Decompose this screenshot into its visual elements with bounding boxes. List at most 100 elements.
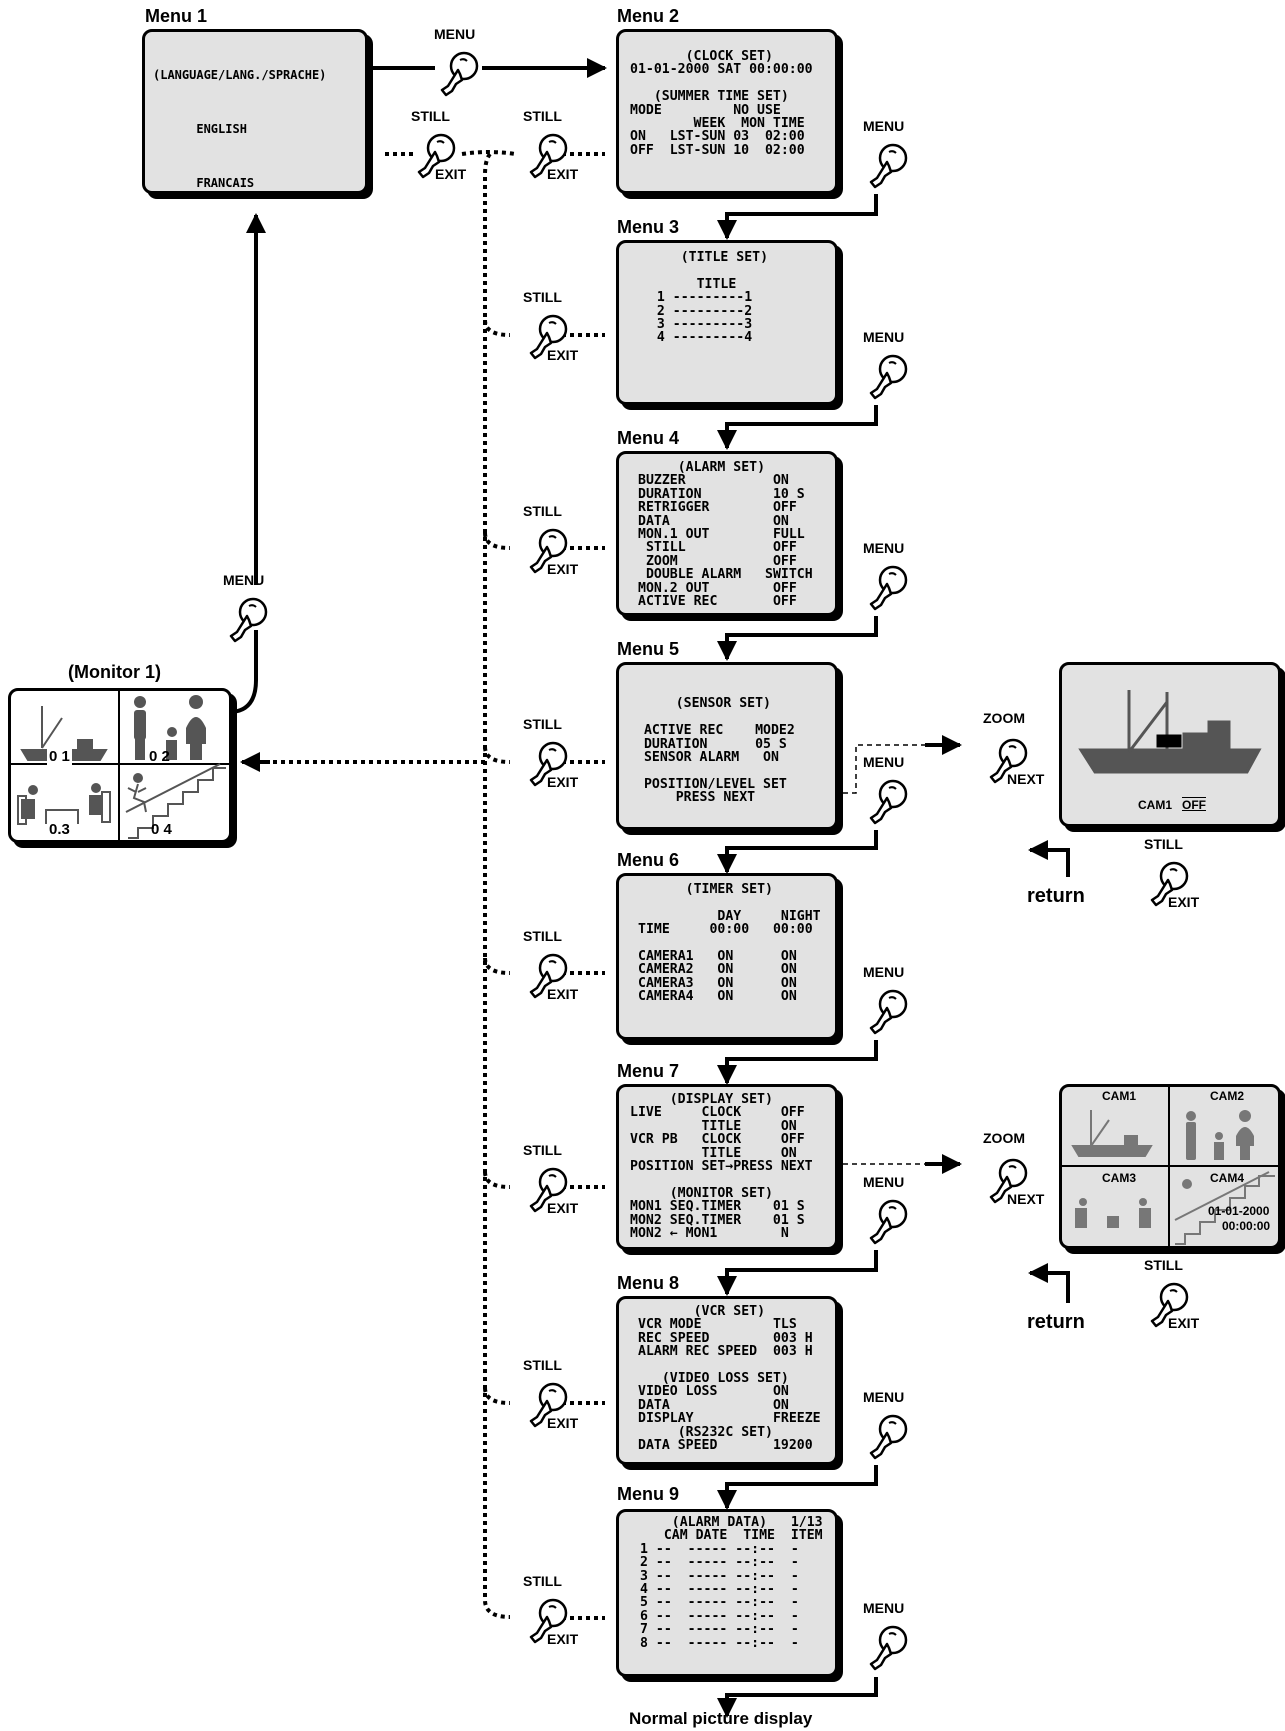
menu-button-7-label: MENU xyxy=(863,1174,904,1190)
menu-button-2-label: MENU xyxy=(863,118,904,134)
menu6-content: (TIMER SET) DAY NIGHT TIME 00:00 00:00 C… xyxy=(619,876,835,1004)
still-exit-button-5-label: STILL xyxy=(523,716,562,732)
menu2-content: (CLOCK SET) 01-01-2000 SAT 00:00:00 (SUM… xyxy=(619,32,835,157)
still-exit-button-zoom-label: STILL xyxy=(1144,836,1183,852)
menu8-content: (VCR SET) VCR MODE TLS REC SPEED 003 H A… xyxy=(619,1299,835,1452)
monitor1-cell-3: 0.3 xyxy=(49,821,70,838)
menu9-content: (ALARM DATA) 1/13 CAM DATE TIME ITEM 1 -… xyxy=(619,1512,835,1650)
return-label-1: return xyxy=(1027,885,1085,908)
quad-cam2-label: CAM2 xyxy=(1210,1089,1244,1103)
quad-screen: CAM1 CAM2 CAM3 CAM4 01-01-2000 00:00:00 xyxy=(1059,1084,1281,1249)
arrow-menu5-menu6 xyxy=(727,830,876,872)
quad-cam1-label: CAM1 xyxy=(1102,1089,1136,1103)
still-exit-button-quad-exit-label: EXIT xyxy=(1168,1315,1199,1331)
quad-cam3-label: CAM3 xyxy=(1102,1171,1136,1185)
menu-button-4[interactable] xyxy=(865,562,911,612)
arrow-menu3-menu4 xyxy=(727,405,876,448)
zoom-next-button-2-label: ZOOM xyxy=(983,1130,1025,1146)
menu-button-2[interactable] xyxy=(865,140,911,190)
menu-button-4-label: MENU xyxy=(863,540,904,556)
menu4-screen: (ALARM SET) BUZZER ON DURATION 10 S RETR… xyxy=(616,451,838,616)
hand-press-icon xyxy=(865,562,911,612)
arrow-menu8-menu9 xyxy=(727,1465,876,1508)
return-arrow-2 xyxy=(1030,1273,1068,1303)
monitor1-cell-4: 0 4 xyxy=(151,821,172,838)
hand-press-icon xyxy=(865,986,911,1036)
zoom-next-button-1-next-label: NEXT xyxy=(1007,771,1044,787)
menu3-title: Menu 3 xyxy=(617,217,679,238)
menu-button-5-label: MENU xyxy=(863,754,904,770)
still-exit-button-9-exit-label: EXIT xyxy=(547,1631,578,1647)
hand-press-icon xyxy=(865,351,911,401)
ship-icon xyxy=(1081,690,1259,772)
menu-button-3[interactable] xyxy=(865,351,911,401)
people-icon xyxy=(1186,1110,1254,1160)
menu3-screen: (TITLE SET) TITLE 1 ---------1 2 -------… xyxy=(616,240,838,405)
menu8-screen: (VCR SET) VCR MODE TLS REC SPEED 003 H A… xyxy=(616,1296,838,1465)
hand-press-icon xyxy=(865,1196,911,1246)
zoom-screen-status: OFF xyxy=(1182,798,1206,812)
arrow-menu4-menu5 xyxy=(727,616,876,659)
quad-time: 00:00:00 xyxy=(1222,1219,1270,1233)
arrow-menu2-menu3 xyxy=(727,194,876,238)
still-exit-button-8-exit-label: EXIT xyxy=(547,1415,578,1431)
desk-icon xyxy=(1075,1198,1151,1228)
menu-button-monitor-label: MENU xyxy=(223,572,264,588)
menu-button-1[interactable] xyxy=(436,48,482,98)
menu5-content: (SENSOR SET) ACTIVE REC MODE2 DURATION 0… xyxy=(619,665,835,805)
menu-button-9[interactable] xyxy=(865,1622,911,1672)
still-exit-button-4-exit-label: EXIT xyxy=(547,561,578,577)
menu7-content: (DISPLAY SET) LIVE CLOCK OFF TITLE ON VC… xyxy=(619,1087,835,1240)
monitor1-title: (Monitor 1) xyxy=(68,662,161,683)
menu8-title: Menu 8 xyxy=(617,1273,679,1294)
monitor1-screen[interactable]: 0 1 0 2 0.3 0 4 xyxy=(8,688,232,843)
menu-button-5[interactable] xyxy=(865,776,911,826)
menu-button-7[interactable] xyxy=(865,1196,911,1246)
menu4-title: Menu 4 xyxy=(617,428,679,449)
zoom-next-button-1-label: ZOOM xyxy=(983,710,1025,726)
still-exit-button-6-label: STILL xyxy=(523,928,562,944)
menu-button-6[interactable] xyxy=(865,986,911,1036)
arrow-menu6-menu7 xyxy=(727,1040,876,1083)
desk-icon xyxy=(18,784,110,824)
hand-press-icon xyxy=(865,776,911,826)
menu-button-9-label: MENU xyxy=(863,1600,904,1616)
menu-button-8-label: MENU xyxy=(863,1389,904,1405)
monitor1-cell-2: 0 2 xyxy=(149,748,170,765)
menu2-title: Menu 2 xyxy=(617,6,679,27)
menu7-title: Menu 7 xyxy=(617,1061,679,1082)
menu7-screen: (DISPLAY SET) LIVE CLOCK OFF TITLE ON VC… xyxy=(616,1084,838,1250)
menu-button-6-label: MENU xyxy=(863,964,904,980)
still-exit-button-7-exit-label: EXIT xyxy=(547,1200,578,1216)
still-exit-button-4-label: STILL xyxy=(523,503,562,519)
menu1-screen: (LANGUAGE/LANG./SPRACHE) ENGLISH FRANCAI… xyxy=(142,29,368,194)
still-exit-button-3-exit-label: EXIT xyxy=(547,347,578,363)
zoom-screen: CAM1 OFF xyxy=(1059,662,1281,827)
hand-press-icon xyxy=(225,594,271,644)
menu-button-3-label: MENU xyxy=(863,329,904,345)
still-exit-button-7-label: STILL xyxy=(523,1142,562,1158)
return-label-2: return xyxy=(1027,1311,1085,1334)
menu-button-1-label: MENU xyxy=(434,26,475,42)
return-arrow-1 xyxy=(1030,850,1068,877)
menu-button-monitor[interactable] xyxy=(225,594,271,644)
hand-press-icon xyxy=(865,1622,911,1672)
still-exit-button-5-exit-label: EXIT xyxy=(547,774,578,790)
normal-picture-display-label: Normal picture display xyxy=(629,1709,812,1729)
menu-button-8[interactable] xyxy=(865,1411,911,1461)
still-exit-button-6-exit-label: EXIT xyxy=(547,986,578,1002)
still-exit-button-quad-label: STILL xyxy=(1144,1257,1183,1273)
hand-press-icon xyxy=(436,48,482,98)
menu9-screen: (ALARM DATA) 1/13 CAM DATE TIME ITEM 1 -… xyxy=(616,1509,838,1677)
arrow-menu7-menu8 xyxy=(727,1250,876,1294)
monitor1-cell-1: 0 1 xyxy=(47,748,72,765)
quad-cam4-label: CAM4 xyxy=(1210,1171,1244,1185)
menu5-screen: (SENSOR SET) ACTIVE REC MODE2 DURATION 0… xyxy=(616,662,838,830)
still-exit-button-2-exit-label: EXIT xyxy=(547,166,578,182)
menu2-screen: (CLOCK SET) 01-01-2000 SAT 00:00:00 (SUM… xyxy=(616,29,838,194)
still-exit-button-1-label: STILL xyxy=(411,108,450,124)
menu4-content: (ALARM SET) BUZZER ON DURATION 10 S RETR… xyxy=(619,454,835,608)
menu6-title: Menu 6 xyxy=(617,850,679,871)
ship-icon xyxy=(1073,1110,1151,1156)
menu9-title: Menu 9 xyxy=(617,1484,679,1505)
